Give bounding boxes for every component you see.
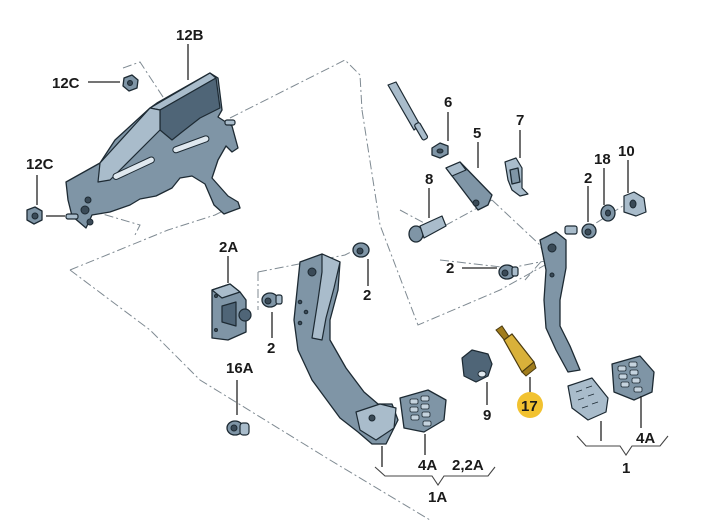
label-16A[interactable]: 16A [226, 360, 254, 377]
switch-17[interactable] [495, 325, 537, 377]
bolt-8[interactable] [408, 215, 447, 243]
bushing-2-top[interactable] [352, 242, 370, 258]
leader-lines [36, 44, 642, 467]
clutch-cable[interactable] [387, 81, 429, 141]
label-18[interactable]: 18 [594, 151, 611, 168]
label-2-mid[interactable]: 2 [446, 260, 454, 277]
label-5[interactable]: 5 [473, 125, 481, 142]
label-1A[interactable]: 1A [428, 489, 447, 506]
bushing-2-left[interactable] [261, 292, 283, 308]
pedal-bracket-12B[interactable] [65, 72, 241, 229]
brace-1 [576, 435, 669, 456]
clevis-5[interactable] [445, 161, 493, 211]
label-12B[interactable]: 12B [176, 27, 204, 44]
label-12C-left[interactable]: 12C [26, 156, 54, 173]
part-labels: 12B 12C 12C 2A 2 2 2 2 16A 6 5 7 8 18 10… [26, 27, 655, 506]
label-6[interactable]: 6 [444, 94, 452, 111]
label-2-top[interactable]: 2 [363, 287, 371, 304]
label-10[interactable]: 10 [618, 143, 635, 160]
label-1[interactable]: 1 [622, 460, 630, 477]
nut-6[interactable] [431, 142, 449, 159]
bushing-16A[interactable] [226, 420, 250, 436]
pedal-pad-4A-left[interactable] [399, 389, 447, 433]
label-17[interactable]: 17 [521, 398, 538, 415]
clip-10[interactable] [623, 191, 647, 217]
pedal-pad-4A-right[interactable] [611, 355, 655, 401]
clutch-pedal-1A[interactable] [293, 253, 399, 445]
rubber-stop-9[interactable] [461, 349, 493, 383]
label-12C-top[interactable]: 12C [52, 75, 80, 92]
nut-12C-top[interactable] [122, 74, 139, 92]
label-4A-left[interactable]: 4A [418, 457, 437, 474]
pedal-pad-1[interactable] [567, 377, 609, 421]
washer-18[interactable] [600, 204, 616, 222]
label-2-2A[interactable]: 2,2A [452, 457, 484, 474]
label-9[interactable]: 9 [483, 407, 491, 424]
clip-7[interactable] [504, 157, 529, 197]
label-7[interactable]: 7 [516, 112, 524, 129]
label-8[interactable]: 8 [425, 171, 433, 188]
label-2-left[interactable]: 2 [267, 340, 275, 357]
brace-1A [374, 466, 496, 486]
bracket-2A[interactable] [211, 283, 252, 341]
label-4A-right[interactable]: 4A [636, 430, 655, 447]
highlight-badge-17 [517, 392, 543, 418]
nut-12C-left[interactable] [26, 206, 43, 225]
bushing-2-right[interactable] [581, 223, 597, 239]
label-2-right[interactable]: 2 [584, 170, 592, 187]
bushing-2-mid[interactable] [498, 264, 519, 280]
label-2A[interactable]: 2A [219, 239, 238, 256]
brake-pedal-1[interactable] [539, 225, 581, 373]
